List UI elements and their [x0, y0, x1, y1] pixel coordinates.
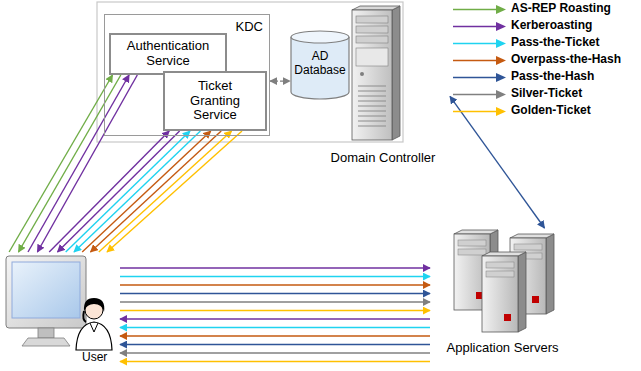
connector-arrow [120, 327, 430, 328]
node-label: Application Servers [430, 341, 575, 356]
connector-arrow [37, 75, 137, 252]
connector-arrow [99, 131, 232, 252]
legend-row: Silver-Ticket [452, 87, 641, 102]
legend-label: Silver-Ticket [511, 87, 582, 101]
legend-swatch [452, 38, 508, 49]
legend-label: Kerberoasting [511, 19, 592, 33]
legend-label: Pass-the-Ticket [511, 36, 599, 50]
legend-row: Golden-Ticket [452, 104, 641, 119]
legend-row: AS-REP Roasting [452, 2, 641, 17]
database-node: AD Database [290, 30, 350, 100]
connector-arrow [28, 75, 129, 252]
connector-arrow [120, 318, 430, 319]
legend-swatch [452, 106, 508, 117]
legend: AS-REP RoastingKerberoastingPass-the-Tic… [452, 2, 641, 126]
connector-arrow [270, 80, 290, 81]
connector-arrow [120, 310, 430, 311]
node-label: AD Database [290, 50, 350, 78]
node-label: Domain Controller [316, 151, 450, 166]
legend-swatch [452, 4, 508, 15]
legend-row: Pass-the-Hash [452, 70, 641, 85]
node-label: Ticket Granting Service [178, 79, 252, 124]
server-group-icon [430, 228, 575, 338]
connector-arrow [120, 301, 430, 302]
connector-arrow [120, 267, 430, 268]
legend-swatch [452, 55, 508, 66]
server-tower-icon [316, 4, 450, 144]
connector-arrow [91, 131, 222, 252]
legend-label: Overpass-the-Hash [511, 53, 621, 67]
legend-row: Kerberoasting [452, 19, 641, 34]
connector-arrow [82, 131, 211, 252]
connector-arrow [9, 75, 112, 252]
kdc-box: KDC Authentication ServiceTicket Granting… [104, 14, 270, 136]
server-group-node: Application Servers [430, 228, 575, 368]
legend-label: AS-REP Roasting [511, 2, 611, 16]
legend-row: Overpass-the-Hash [452, 53, 641, 68]
frame-outline [97, 2, 403, 142]
legend-swatch [452, 72, 508, 83]
node-label: KDC [236, 20, 263, 35]
connector-arrow [74, 131, 200, 252]
legend-label: Golden-Ticket [511, 104, 591, 118]
node-label: Authentication Service [114, 39, 222, 69]
legend-swatch [452, 21, 508, 32]
node-label: User [82, 351, 107, 365]
connector-arrow [120, 284, 430, 285]
connector-arrow [120, 361, 430, 362]
service-box: Authentication Service [109, 33, 227, 75]
connector-arrow [120, 293, 430, 294]
service-box: Ticket Granting Service [163, 71, 267, 131]
server-node: Domain Controller [316, 4, 450, 166]
user-node: User [2, 252, 120, 368]
legend-row: Pass-the-Ticket [452, 36, 641, 51]
connector-arrow [120, 335, 430, 336]
legend-label: Pass-the-Hash [511, 70, 594, 84]
connector-arrow [107, 131, 242, 252]
connector-arrow [19, 75, 121, 252]
legend-swatch [452, 89, 508, 100]
connector-arrow [120, 344, 430, 345]
connector-arrow [120, 276, 430, 277]
connector-arrow [120, 352, 430, 353]
